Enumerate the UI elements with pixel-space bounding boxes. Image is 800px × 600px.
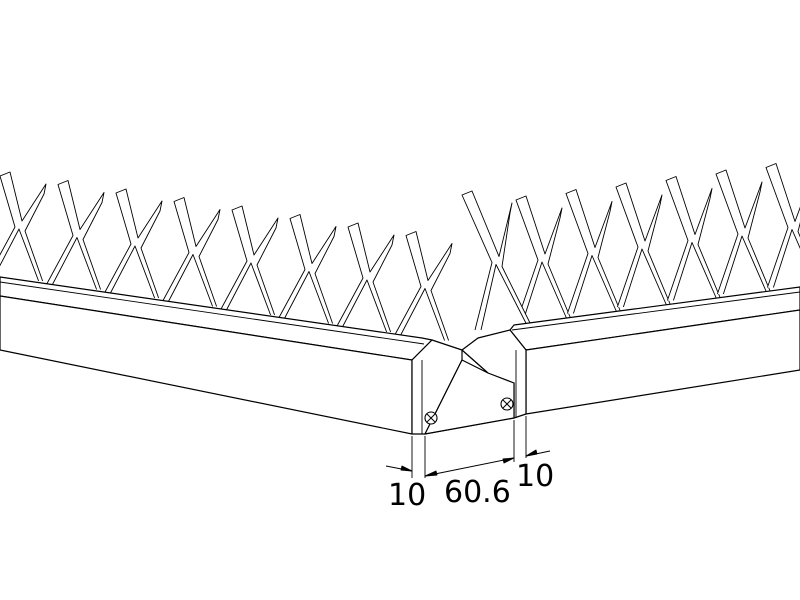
right-spike-inner-4 bbox=[722, 235, 770, 298]
right-spike-2 bbox=[615, 182, 674, 311]
dim-left-flange: 10 bbox=[388, 478, 426, 513]
right-spike-inner-1 bbox=[572, 255, 620, 317]
right-rail bbox=[461, 286, 800, 419]
right-spike-3 bbox=[665, 176, 724, 304]
left-spike-5 bbox=[277, 214, 337, 324]
dim-right-flange: 10 bbox=[516, 459, 554, 494]
right-screw-icon bbox=[500, 397, 514, 411]
left-spike-6 bbox=[335, 222, 395, 333]
right-spike-5 bbox=[765, 163, 800, 290]
right-spike-row bbox=[461, 163, 800, 334]
corner-join bbox=[424, 359, 515, 435]
right-spike-inner-c bbox=[480, 264, 532, 334]
dim-gap: 60.6 bbox=[444, 475, 511, 510]
left-spike-inner-2 bbox=[109, 245, 156, 299]
right-spike-0 bbox=[515, 195, 574, 324]
right-spike-1 bbox=[565, 189, 624, 317]
right-spike-4 bbox=[715, 169, 774, 298]
dimension-lines bbox=[385, 416, 551, 478]
right-spike-inner-2 bbox=[622, 248, 670, 311]
left-spike-3 bbox=[161, 197, 221, 307]
left-spike-inner-3 bbox=[167, 254, 214, 307]
left-spike-0 bbox=[0, 171, 47, 282]
left-spike-2 bbox=[103, 188, 163, 299]
left-spike-4 bbox=[219, 205, 279, 316]
right-spike-c bbox=[461, 190, 536, 334]
left-screw-icon bbox=[424, 411, 438, 425]
left-spike-1 bbox=[45, 180, 105, 290]
right-spike-inner-5 bbox=[772, 229, 800, 288]
left-spike-inner-1 bbox=[51, 237, 98, 290]
right-spike-inner-0 bbox=[522, 261, 570, 324]
left-rail bbox=[0, 276, 463, 435]
left-spike-row bbox=[0, 171, 453, 341]
left-spike-inner-4 bbox=[225, 262, 272, 316]
left-spike-inner-0 bbox=[0, 228, 40, 282]
left-spike-7 bbox=[393, 231, 453, 341]
left-spike-inner-6 bbox=[341, 279, 388, 333]
right-spike-inner-3 bbox=[672, 242, 720, 304]
left-spike-inner-5 bbox=[283, 271, 330, 324]
left-spike-inner-7 bbox=[399, 288, 446, 341]
